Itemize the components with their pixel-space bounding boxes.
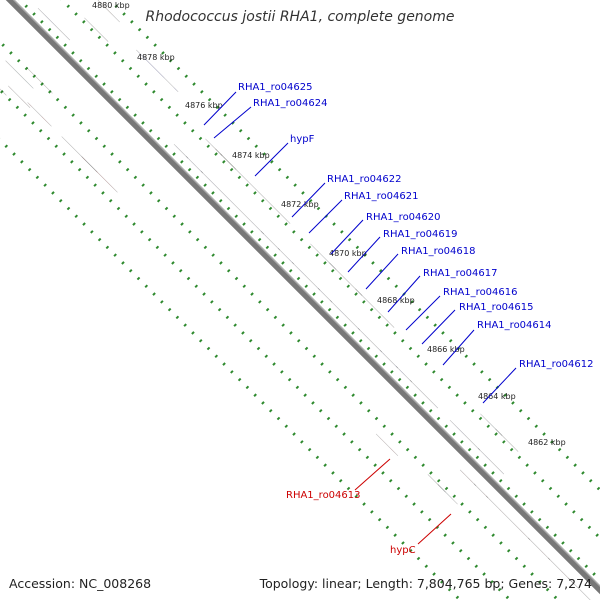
tick-label: 4880 kbp bbox=[92, 1, 130, 10]
forward-gene bbox=[291, 261, 321, 291]
domain-block bbox=[26, 67, 53, 94]
forward-gene bbox=[136, 49, 179, 93]
domain-block bbox=[220, 153, 291, 224]
tick-label: 4876 kbp bbox=[185, 101, 223, 110]
gene-label: RHA1_ro04613 bbox=[286, 490, 361, 501]
gene-label: RHA1_ro04617 bbox=[423, 268, 498, 279]
reverse-gene bbox=[547, 557, 575, 585]
forward-gene bbox=[317, 287, 333, 303]
domain-block bbox=[310, 243, 337, 270]
reverse-gene bbox=[375, 433, 399, 457]
gene-label: RHA1_ro04624 bbox=[253, 98, 328, 109]
forward-gene bbox=[395, 365, 413, 383]
reverse-gene bbox=[27, 102, 52, 127]
tick-label: 4866 kbp bbox=[427, 345, 465, 354]
map-title: Rhodococcus jostii RHA1, complete genome bbox=[145, 9, 455, 25]
domain-block bbox=[495, 428, 519, 452]
reverse-gene bbox=[459, 469, 477, 487]
gene-label: hypF bbox=[290, 134, 315, 145]
gene-label: RHA1_ro04620 bbox=[366, 212, 441, 223]
forward-gene bbox=[477, 447, 505, 475]
tick-dot-line bbox=[17, 0, 600, 583]
domain-block bbox=[0, 88, 7, 96]
reverse-gene bbox=[473, 483, 489, 499]
forward-gene bbox=[379, 349, 399, 369]
forward-gene bbox=[185, 155, 204, 174]
reverse-gene bbox=[527, 537, 551, 561]
tick-label: 4870 kbp bbox=[329, 249, 367, 258]
forward-gene bbox=[277, 247, 295, 265]
forward-gene bbox=[37, 7, 71, 41]
gene-label: hypC bbox=[390, 545, 416, 556]
tick-dot-line bbox=[59, 0, 600, 541]
tick-label: 4868 kbp bbox=[377, 296, 415, 305]
gene-labels: RHA1_ro04625 RHA1_ro04624 hypF RHA1_ro04… bbox=[238, 82, 594, 556]
domain-block bbox=[5, 60, 34, 89]
domain-block bbox=[84, 17, 109, 42]
tick-dot-line bbox=[0, 39, 560, 600]
domain-block bbox=[215, 148, 237, 170]
forward-gene bbox=[449, 419, 481, 451]
tick-dot-line bbox=[107, 0, 600, 493]
gene-label: RHA1_ro04618 bbox=[401, 246, 476, 257]
gene-label: RHA1_ro04615 bbox=[459, 302, 534, 313]
domain-block bbox=[329, 262, 363, 296]
tick-dot-line bbox=[0, 87, 512, 600]
gene-label: RHA1_ro04612 bbox=[519, 359, 594, 370]
domain-block bbox=[97, 0, 120, 23]
domain-block bbox=[205, 138, 223, 156]
gene-label: RHA1_ro04622 bbox=[327, 174, 402, 185]
tick-label: 4872 kbp bbox=[281, 200, 319, 209]
forward-gene bbox=[357, 327, 383, 353]
tick-label: 4878 kbp bbox=[137, 53, 175, 62]
topology-text: Topology: linear; Length: 7,804,765 bp; … bbox=[259, 576, 592, 591]
domain-block bbox=[61, 136, 98, 173]
accession-text: Accession: NC_008268 bbox=[9, 576, 152, 591]
forward-gene bbox=[260, 230, 281, 251]
tick-label: 4874 kbp bbox=[232, 151, 270, 160]
forward-gene bbox=[329, 299, 361, 331]
domain-block bbox=[567, 577, 591, 600]
domain-block bbox=[437, 484, 458, 505]
reverse-gene bbox=[81, 156, 118, 193]
tick-labels: 4880 kbp 4878 kbp 4876 kbp 4874 kbp 4872… bbox=[92, 1, 566, 447]
domain-block bbox=[480, 413, 503, 436]
gene-label: RHA1_ro04625 bbox=[238, 82, 313, 93]
reverse-gene bbox=[7, 85, 31, 108]
reverse-gene bbox=[485, 495, 531, 541]
forward-gene bbox=[409, 379, 439, 409]
tick-label: 4862 kbp bbox=[528, 438, 566, 447]
gene-label: RHA1_ro04619 bbox=[383, 229, 458, 240]
label-leaders bbox=[203, 91, 517, 545]
gene-label: RHA1_ro04621 bbox=[344, 191, 419, 202]
domain-block bbox=[355, 288, 395, 328]
forward-gene bbox=[173, 143, 189, 159]
tick-label: 4864 kbp bbox=[478, 392, 516, 401]
gene-label: RHA1_ro04616 bbox=[443, 287, 518, 298]
gene-label: RHA1_ro04614 bbox=[477, 320, 552, 331]
